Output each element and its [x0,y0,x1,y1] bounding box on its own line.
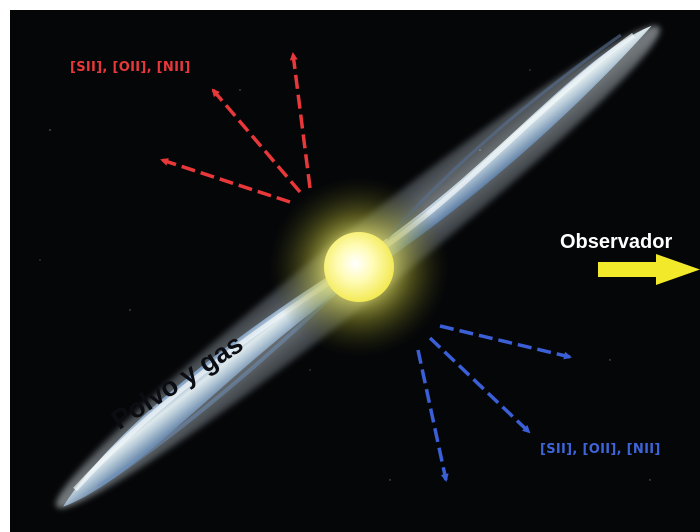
blueshifted-lines-label: [SII], [OII], [NII] [540,442,661,457]
right-arrow-icon [598,254,700,285]
observer-label: Observador [560,231,673,253]
diagram-panel: [SII], [OII], [NII] [SII], [OII], [NII] … [10,10,700,532]
redshifted-arrows [160,52,312,204]
glowing-star-icon [324,232,394,302]
diagram-canvas [39,25,700,509]
blueshifted-arrows [416,324,572,482]
redshifted-lines-label: [SII], [OII], [NII] [70,60,191,75]
